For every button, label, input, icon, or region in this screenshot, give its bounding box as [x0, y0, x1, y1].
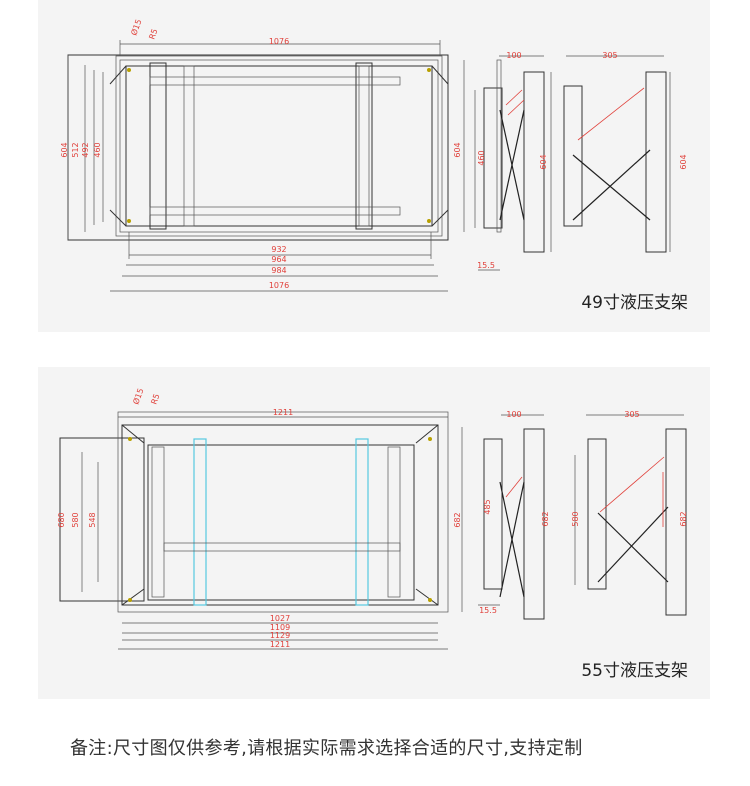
dim-width-bottom: 1211 — [270, 640, 290, 649]
side2-display — [563, 85, 583, 227]
side2-wall-plate — [645, 71, 667, 253]
display-outline — [119, 59, 439, 233]
side-display — [483, 438, 503, 590]
hole-icon — [128, 437, 132, 441]
dim-width-inner1: 1027 — [270, 614, 290, 623]
side2-display — [587, 438, 607, 590]
dim-height-1: 604 — [60, 142, 69, 157]
dim-width-inner2: 1109 — [270, 623, 290, 632]
bottom-bar — [149, 206, 401, 216]
disclaimer-note: 备注:尺寸图仅供参考,请根据实际需求选择合适的尺寸,支持定制 — [70, 738, 583, 759]
hole-icon — [128, 598, 132, 602]
dim-side-base: 15.5 — [477, 261, 495, 270]
dim-height-1: 680 — [57, 512, 66, 527]
dim-hole-radius: R5 — [147, 28, 159, 41]
front-view-55: 1211 1027 1109 1129 1211 680 580 548 682… — [57, 387, 688, 650]
side-wall-plate — [523, 428, 545, 620]
display-outline-2 — [115, 55, 443, 237]
dim-width-inner1: 932 — [271, 245, 286, 254]
dim-height-2: 512 — [71, 142, 80, 157]
dim-width-inner2: 964 — [271, 255, 286, 264]
dim-height-3: 492 — [81, 142, 90, 157]
hole-icon — [427, 68, 431, 72]
hole-icon — [127, 219, 131, 223]
top-bar — [149, 76, 401, 86]
right-rail — [355, 62, 373, 230]
hole-icon — [427, 219, 431, 223]
right-bracket — [387, 446, 401, 598]
dim-height-2: 580 — [71, 512, 80, 527]
dim-side2-depth: 305 — [602, 51, 617, 60]
dim-side-height-left: 460 — [477, 150, 486, 165]
dim-side-depth: 100 — [506, 51, 521, 60]
left-bracket — [151, 446, 165, 598]
front-view-49: 1076 932 964 984 1076 604 512 492 460 60… — [60, 18, 688, 292]
dim-width-top: 1211 — [273, 408, 293, 417]
mount-frame — [147, 444, 415, 601]
diagram-panel-55: 1211 1027 1109 1129 1211 680 580 548 682… — [38, 367, 710, 699]
panel-caption-49: 49寸液压支架 — [581, 293, 688, 313]
side2-wall-plate — [665, 428, 687, 616]
display-outline-2 — [121, 424, 439, 606]
dim-height-4: 460 — [93, 142, 102, 157]
diagram-panel-49: 1076 932 964 984 1076 604 512 492 460 60… — [38, 0, 710, 332]
dim-side2-depth: 305 — [624, 410, 639, 419]
left-rail — [193, 438, 207, 606]
dim-side2-height: 604 — [679, 154, 688, 169]
dim-height-3: 548 — [88, 512, 97, 527]
mount-frame — [125, 65, 433, 227]
dim-side-height-right: 604 — [539, 154, 548, 169]
dim-width-inner3: 1129 — [270, 631, 290, 640]
outer-frame — [59, 437, 145, 602]
hole-icon — [127, 68, 131, 72]
dim-hole-diameter: Ø15 — [128, 18, 143, 37]
left-bracket — [183, 65, 195, 227]
dim-side-height-right: 682 — [541, 511, 550, 526]
dim-side-depth: 100 — [506, 410, 521, 419]
display-outline — [117, 411, 449, 613]
dim-side-base: 15.5 — [479, 606, 497, 615]
dim-side-height-left: 485 — [483, 499, 492, 514]
panel-caption-55: 55寸液压支架 — [581, 661, 688, 681]
left-rail — [149, 62, 167, 230]
outer-frame — [67, 54, 449, 241]
dim-width-top: 1076 — [269, 37, 289, 46]
dim-hole-diameter: Ø15 — [130, 387, 145, 406]
dim-height-right: 682 — [453, 512, 462, 527]
hole-icon — [428, 598, 432, 602]
dim-hole-radius: R5 — [149, 393, 161, 406]
dim-width-inner3: 984 — [271, 266, 286, 275]
dim-side2-height-left: 580 — [571, 511, 580, 526]
dim-side2-height: 682 — [679, 511, 688, 526]
bottom-bar — [163, 542, 401, 552]
right-bracket — [358, 65, 370, 227]
hole-icon — [428, 437, 432, 441]
dim-height-right: 604 — [453, 142, 462, 157]
side-display — [483, 87, 503, 229]
right-rail — [355, 438, 369, 606]
dim-width-bottom: 1076 — [269, 281, 289, 290]
side-wall-plate — [523, 71, 545, 253]
